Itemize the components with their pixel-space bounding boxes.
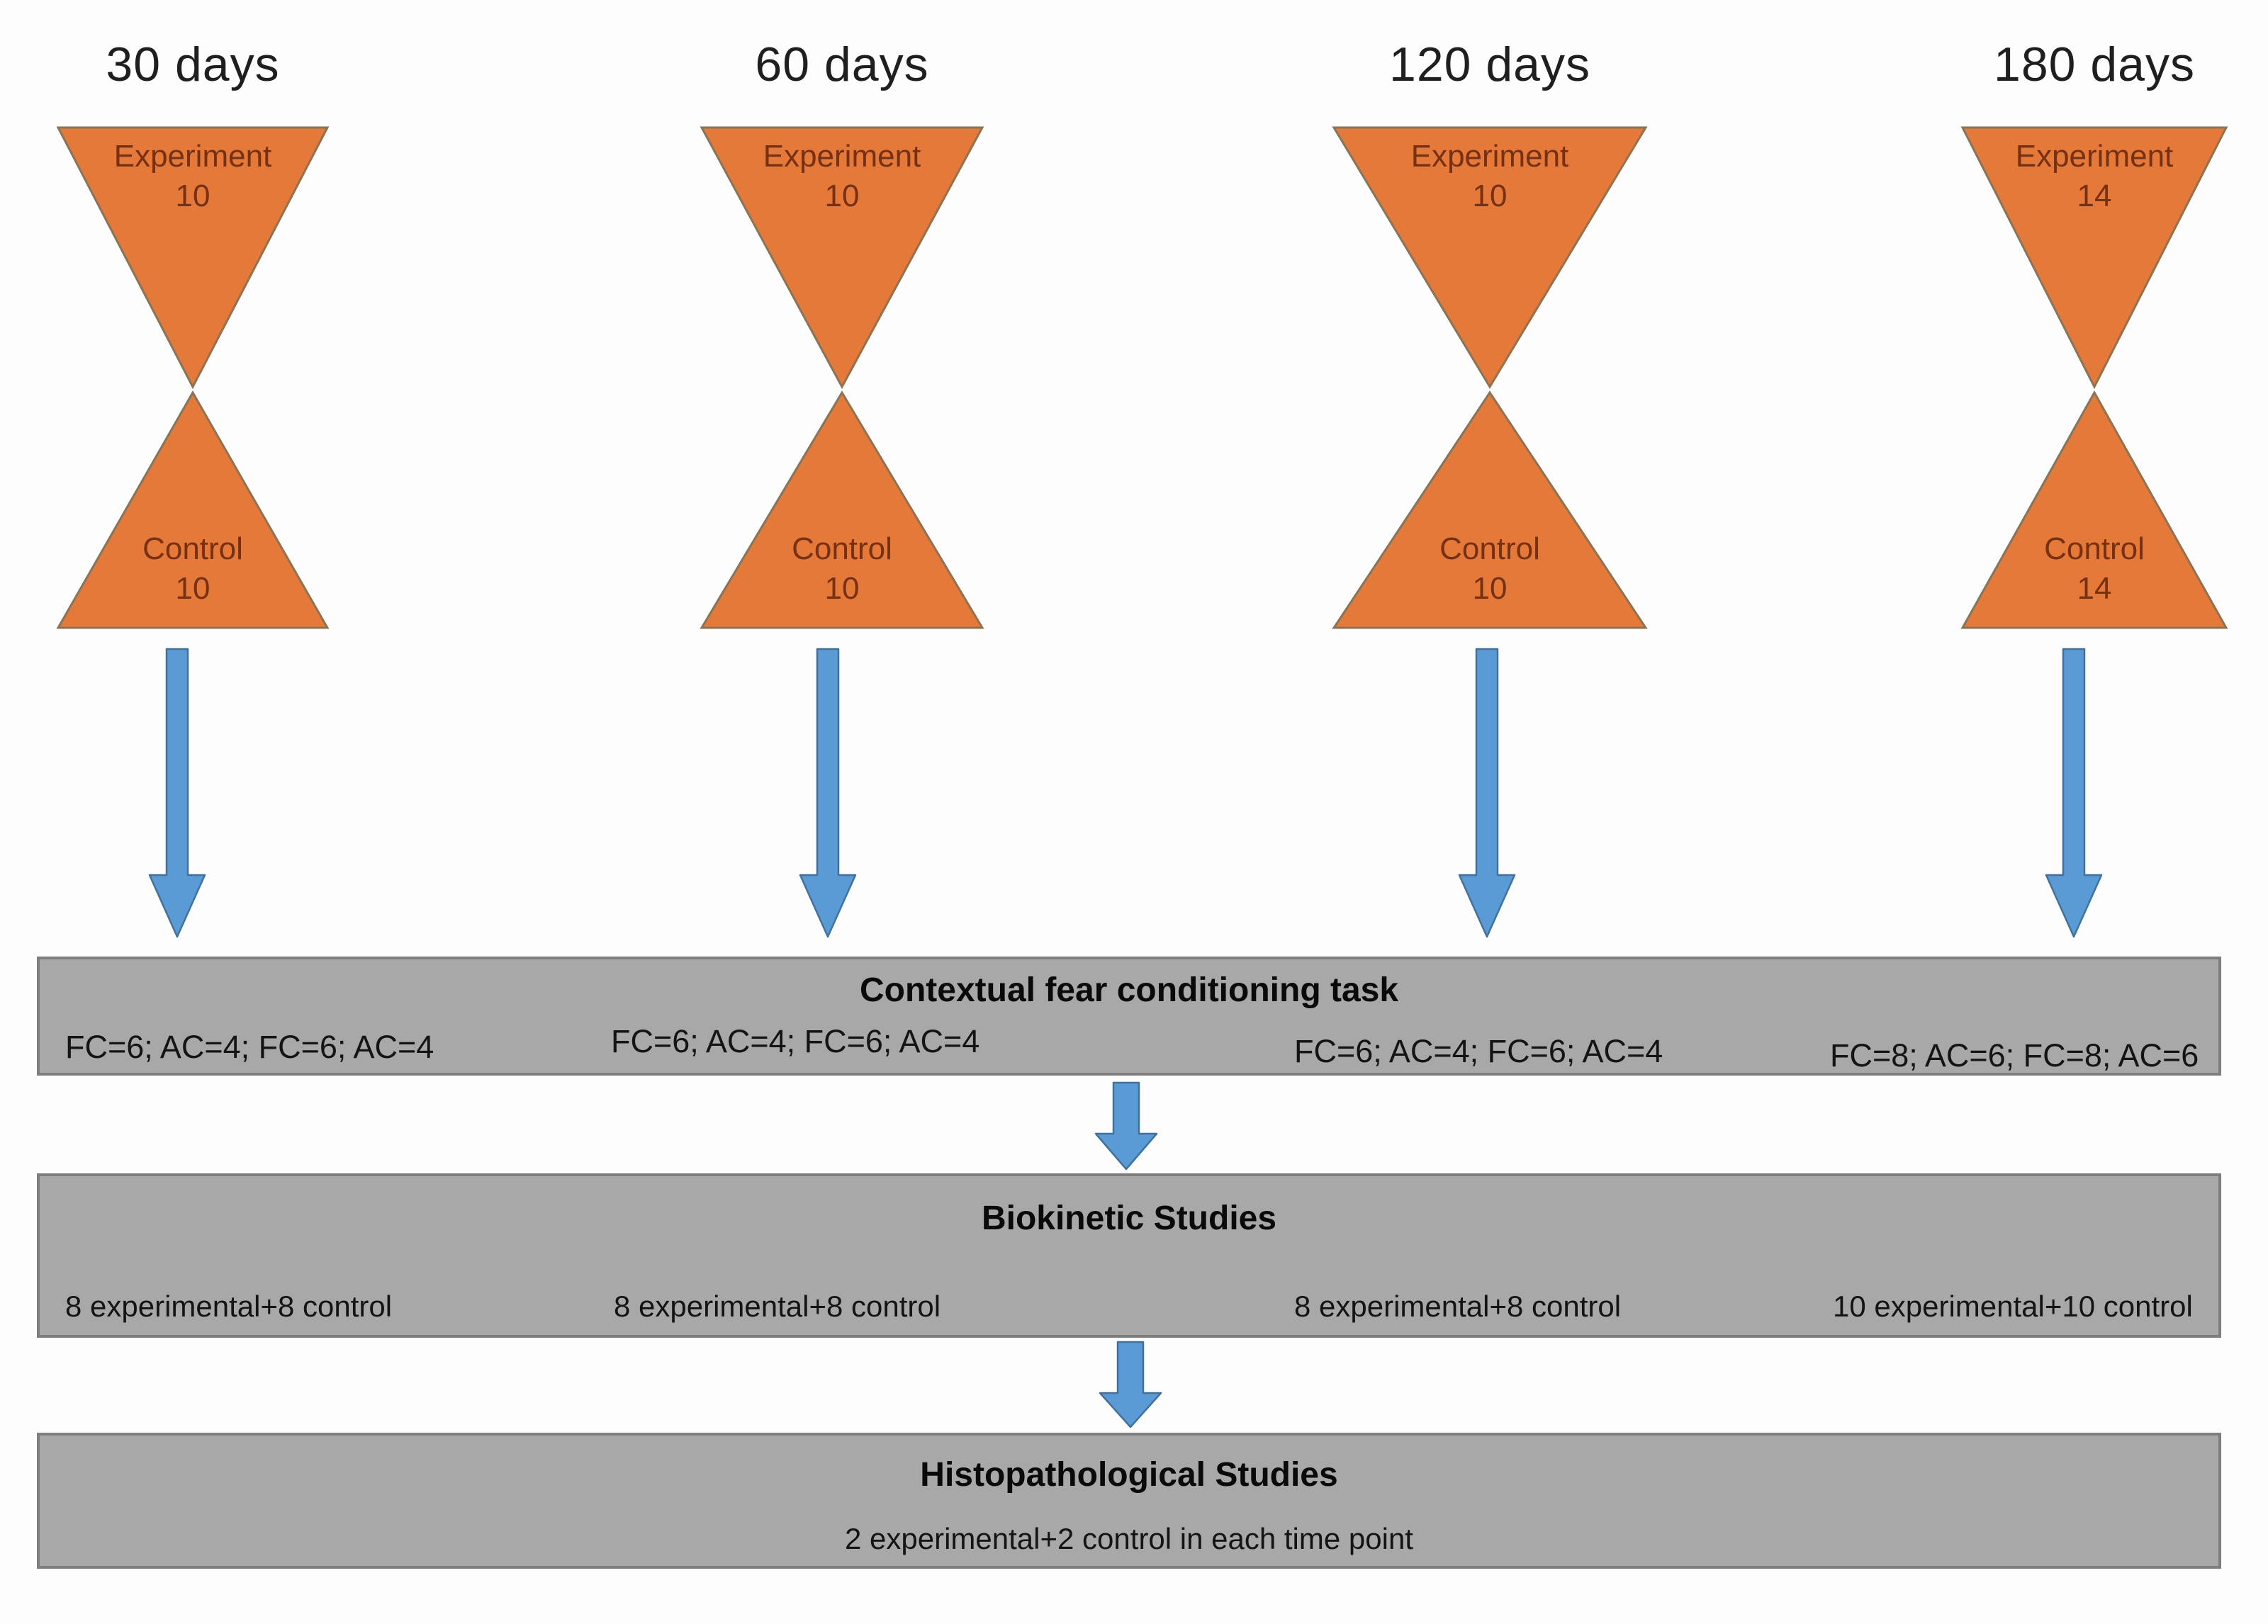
experiment-count: 14 — [2077, 179, 2112, 213]
biokinetic-box: Biokinetic Studies 8 experimental+8 cont… — [37, 1173, 2221, 1338]
fc-values-180: FC=8; AC=6; FC=8; AC=6 — [1830, 1037, 2199, 1073]
hourglass-120-days — [1332, 126, 1648, 629]
control-triangle — [56, 390, 330, 629]
experiment-count: 10 — [175, 179, 210, 213]
down-arrow-icon — [1099, 1341, 1162, 1428]
biokinetic-values-60: 8 experimental+8 control — [614, 1290, 941, 1323]
down-arrow-icon — [2045, 648, 2103, 938]
fc-values-120: FC=6; AC=4; FC=6; AC=4 — [1294, 1033, 1663, 1069]
control-triangle — [700, 390, 984, 629]
control-label: Control — [1439, 531, 1540, 566]
biokinetic-values-180: 10 experimental+10 control — [1833, 1290, 2193, 1323]
histopathological-box: Histopathological Studies 2 experimental… — [37, 1433, 2221, 1569]
control-label: Control — [142, 531, 243, 566]
control-label: Control — [2044, 531, 2145, 566]
histopathological-note: 2 experimental+2 control in each time po… — [845, 1522, 1413, 1555]
control-count: 10 — [824, 571, 860, 606]
experiment-triangle — [1960, 126, 2228, 390]
experiment-label: Experiment — [1410, 139, 1569, 174]
fear-conditioning-title: Contextual fear conditioning task — [859, 971, 1399, 1009]
fc-values-30: FC=6; AC=4; FC=6; AC=4 — [65, 1029, 434, 1065]
fc-values-60: FC=6; AC=4; FC=6; AC=4 — [611, 1023, 980, 1059]
experiment-count: 10 — [1472, 179, 1508, 213]
down-arrow-icon — [1458, 648, 1516, 938]
hourglass-30-days — [56, 126, 330, 629]
down-arrow-icon — [1094, 1081, 1158, 1171]
control-triangle — [1960, 390, 2228, 629]
experiment-label: Experiment — [2015, 139, 2174, 174]
biokinetic-values-120: 8 experimental+8 control — [1294, 1290, 1622, 1323]
fear-conditioning-box: Contextual fear conditioning task FC=6; … — [37, 957, 2221, 1076]
experiment-triangle — [1332, 126, 1648, 389]
time-point-label-30: 30 days — [106, 38, 280, 91]
experiment-triangle — [700, 126, 984, 390]
experiment-label: Experiment — [763, 139, 921, 174]
control-count: 10 — [175, 571, 210, 606]
histopathological-title: Histopathological Studies — [920, 1456, 1338, 1494]
experiment-label: Experiment — [113, 139, 272, 174]
experiment-triangle — [56, 126, 330, 390]
control-count: 10 — [1472, 571, 1508, 606]
down-arrow-icon — [799, 648, 857, 938]
control-label: Control — [792, 531, 892, 566]
experiment-count: 10 — [824, 179, 860, 213]
hourglass-60-days — [700, 126, 984, 629]
control-count: 14 — [2077, 571, 2112, 606]
time-point-label-180: 180 days — [1994, 38, 2195, 91]
control-triangle — [1332, 390, 1648, 629]
hourglass-180-days — [1960, 126, 2228, 629]
biokinetic-values-30: 8 experimental+8 control — [65, 1290, 393, 1323]
biokinetic-title: Biokinetic Studies — [981, 1200, 1277, 1237]
time-point-label-60: 60 days — [755, 38, 929, 91]
down-arrow-icon — [148, 648, 206, 938]
time-point-label-120: 120 days — [1389, 38, 1590, 91]
